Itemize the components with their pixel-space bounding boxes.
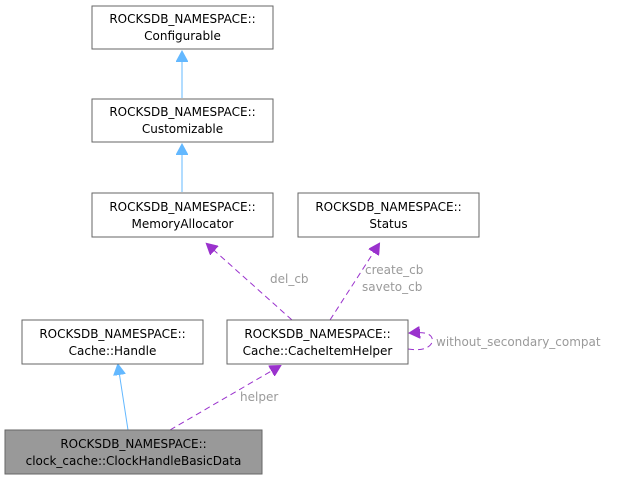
node-cache-handle[interactable]: ROCKSDB_NAMESPACE:: Cache::Handle xyxy=(21,319,204,365)
node-status[interactable]: ROCKSDB_NAMESPACE:: Status xyxy=(297,192,480,238)
node-cache-handle-line2: Cache::Handle xyxy=(69,344,157,358)
node-memory-allocator[interactable]: ROCKSDB_NAMESPACE:: MemoryAllocator xyxy=(91,192,274,238)
node-memory-allocator-line1: ROCKSDB_NAMESPACE:: xyxy=(109,200,255,214)
node-configurable-line2: Configurable xyxy=(144,29,221,43)
edge-label-without-secondary-compat: without_secondary_compat xyxy=(436,335,601,349)
node-cache-item-helper[interactable]: ROCKSDB_NAMESPACE:: Cache::CacheItemHelp… xyxy=(226,319,409,365)
edge-label-create-cb: create_cb xyxy=(365,263,423,277)
node-status-line2: Status xyxy=(369,217,407,231)
edge-label-saveto-cb: saveto_cb xyxy=(362,280,422,294)
node-cache-handle-line1: ROCKSDB_NAMESPACE:: xyxy=(39,327,185,341)
edge-del-cb xyxy=(207,244,293,321)
node-customizable[interactable]: ROCKSDB_NAMESPACE:: Customizable xyxy=(91,98,274,143)
edge-create-saveto-cb xyxy=(329,244,379,321)
node-clock-handle-basic-data[interactable]: ROCKSDB_NAMESPACE:: clock_cache::ClockHa… xyxy=(4,429,263,475)
node-customizable-line1: ROCKSDB_NAMESPACE:: xyxy=(109,105,255,119)
edge-label-helper: helper xyxy=(240,390,278,404)
edge-label-del-cb: del_cb xyxy=(270,272,309,286)
node-status-line1: ROCKSDB_NAMESPACE:: xyxy=(315,200,461,214)
edge-helper xyxy=(169,366,280,431)
node-customizable-line2: Customizable xyxy=(142,122,223,136)
node-memory-allocator-line2: MemoryAllocator xyxy=(132,217,234,231)
edge-without-secondary-compat xyxy=(407,333,433,351)
node-cache-item-helper-line1: ROCKSDB_NAMESPACE:: xyxy=(244,327,390,341)
edge-clockhandle-to-cachehandle xyxy=(118,365,129,431)
node-configurable[interactable]: ROCKSDB_NAMESPACE:: Configurable xyxy=(91,5,274,50)
node-clock-handle-basic-data-line2: clock_cache::ClockHandleBasicData xyxy=(26,454,242,468)
node-cache-item-helper-line2: Cache::CacheItemHelper xyxy=(243,344,393,358)
node-configurable-line1: ROCKSDB_NAMESPACE:: xyxy=(109,12,255,26)
node-clock-handle-basic-data-line1: ROCKSDB_NAMESPACE:: xyxy=(60,437,206,451)
